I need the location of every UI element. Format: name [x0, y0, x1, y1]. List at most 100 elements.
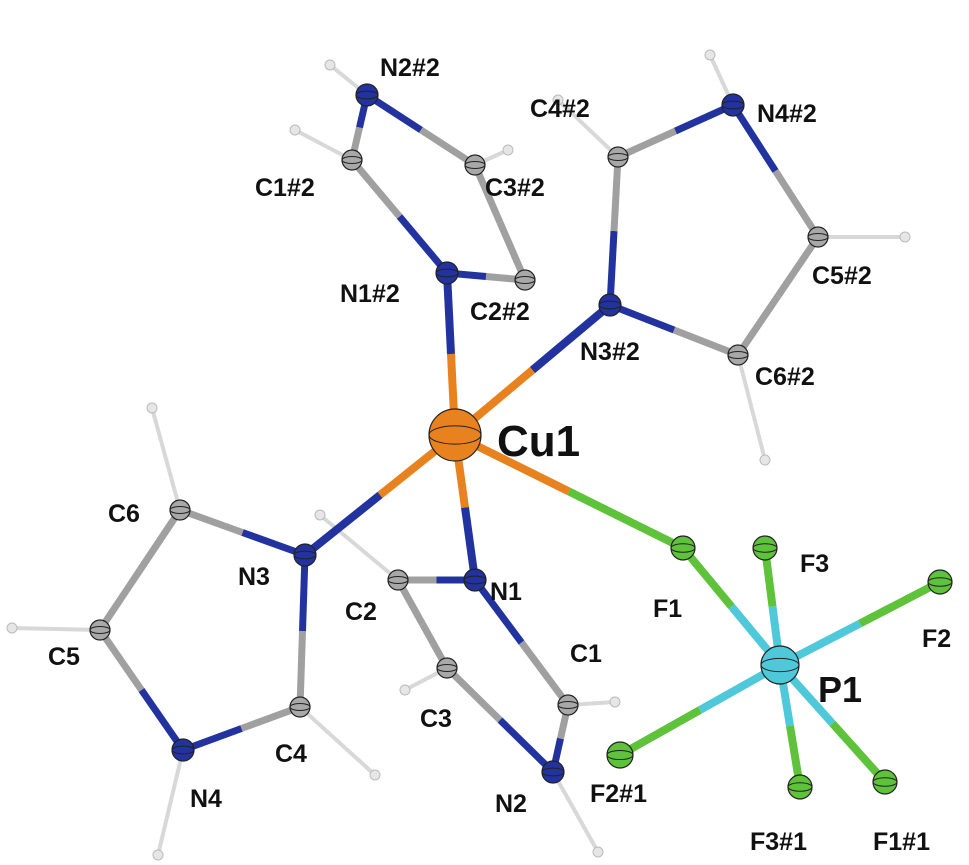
bond-C6-C5-b [97, 568, 143, 632]
atom-h-N4_2 [704, 49, 716, 61]
bond-h-C6 [150, 407, 182, 511]
atom-C3_2-ellipsoid [464, 161, 486, 169]
atom-label-C5_2: C5#2 [812, 262, 872, 290]
atom-C2_2-ellipsoid [514, 276, 536, 284]
atom-label-F3_1: F3#1 [750, 828, 807, 856]
atom-h-N2 [592, 846, 604, 858]
atom-F3-ellipsoid [752, 543, 778, 553]
atom-P1 [760, 645, 800, 685]
atom-label-Cu1: Cu1 [497, 417, 580, 466]
bond-Cu1-N3_2-b [529, 301, 613, 374]
atoms-layer [6, 49, 953, 861]
atom-h-C3 [399, 684, 411, 696]
atom-N2_2 [355, 83, 379, 107]
atom-C5 [89, 619, 111, 641]
atom-h-N4 [152, 849, 164, 861]
atom-C1_2-ellipsoid [341, 156, 363, 164]
bond-C1-N1-b [472, 577, 525, 645]
atom-C6_2-ellipsoid [727, 351, 749, 359]
atom-h-N2_2 [324, 59, 336, 71]
atom-N1_2 [435, 261, 459, 285]
atom-N4-ellipsoid [171, 745, 195, 755]
atom-h-C1 [609, 696, 621, 708]
atom-label-F3: F3 [800, 550, 829, 578]
bond-P1-F2_1-b [618, 706, 702, 759]
atom-h-C5 [6, 622, 18, 634]
atom-C5-ellipsoid [89, 626, 111, 634]
atom-C2-ellipsoid [387, 576, 409, 584]
atom-label-C2: C2 [345, 598, 377, 626]
atom-label-F1_1: F1#1 [873, 828, 930, 856]
bond-N3_2-C4_2-b [610, 156, 622, 232]
atom-N4_2 [721, 93, 745, 117]
atom-h-C6_2 [759, 454, 771, 466]
atom-P1-ellipsoid [760, 657, 800, 673]
atom-label-N3_2: N3#2 [580, 338, 640, 366]
atom-label-C4_2: C4#2 [530, 95, 590, 123]
bond-h-C1_2 [294, 128, 353, 162]
atom-F3_1 [787, 774, 813, 800]
atom-C6 [169, 499, 191, 521]
bond-h-C2 [318, 513, 400, 582]
atom-C4-ellipsoid [289, 703, 311, 711]
atom-label-C4: C4 [275, 740, 307, 768]
atom-N3_2 [598, 293, 622, 317]
atom-h-C6 [146, 402, 158, 414]
bond-C4-N3-a [296, 630, 306, 708]
bond-C5_2-C6_2-a [775, 235, 821, 298]
atom-F2_1-ellipsoid [606, 749, 634, 761]
atom-F2_1 [606, 741, 634, 769]
bond-C4-N3-b [299, 554, 309, 632]
atom-label-C6_2: C6#2 [755, 363, 815, 391]
bond-P1-F1_1-b [829, 720, 888, 785]
bond-Cu1-F1-b [567, 487, 685, 552]
atom-N2 [541, 760, 565, 784]
bond-C1-N1-a [518, 640, 571, 708]
atom-label-N2_2: N2#2 [380, 54, 440, 82]
bond-Cu1-N1_2-b [443, 272, 455, 355]
atom-C1_2 [341, 149, 363, 171]
atom-N1_2-ellipsoid [435, 268, 459, 278]
atom-label-N3: N3 [238, 563, 270, 591]
atom-N1 [463, 568, 487, 592]
atom-label-C1_2: C1#2 [255, 174, 315, 202]
atom-label-C3_2: C3#2 [485, 174, 545, 202]
atom-label-C2_2: C2#2 [470, 298, 530, 326]
bond-N2_2-C3_2-b [419, 127, 477, 168]
atom-C4_2-ellipsoid [607, 153, 629, 161]
atom-N2_2-ellipsoid [355, 90, 379, 100]
atom-N4 [171, 738, 195, 762]
atom-F3_1-ellipsoid [787, 782, 813, 792]
bond-C3-N2-b [497, 717, 556, 775]
atom-h-C4 [369, 769, 381, 781]
bond-h-C4 [298, 705, 377, 777]
atom-h-C5_2 [899, 231, 911, 243]
bond-h-N4 [156, 749, 185, 856]
atom-C2_2 [514, 269, 536, 291]
atom-N3_2-ellipsoid [598, 300, 622, 310]
bond-h-C6_2 [736, 354, 767, 461]
atom-F2 [927, 569, 953, 595]
atom-C3-ellipsoid [436, 664, 458, 672]
atom-label-N1_2: N1#2 [340, 280, 400, 308]
bond-C5-N4-b [138, 688, 186, 752]
bond-N1_2-C1_2-a [396, 214, 450, 276]
bond-Cu1-N3-b [302, 491, 383, 559]
bond-h-C5 [11, 626, 101, 632]
atom-C6_2 [727, 344, 749, 366]
atom-F3 [752, 535, 778, 561]
atom-F1_1-ellipsoid [872, 777, 898, 787]
atom-C5_2 [807, 226, 829, 248]
bond-N3-C6-b [178, 506, 244, 536]
atom-label-C6: C6 [108, 500, 140, 528]
atom-h-C1_2 [289, 124, 301, 136]
atom-F1-ellipsoid [670, 543, 696, 553]
atom-C1-ellipsoid [557, 701, 579, 709]
atom-C5_2-ellipsoid [807, 233, 829, 241]
atom-C2 [387, 569, 409, 591]
atom-Cu1 [428, 408, 482, 462]
atom-F1 [670, 535, 696, 561]
